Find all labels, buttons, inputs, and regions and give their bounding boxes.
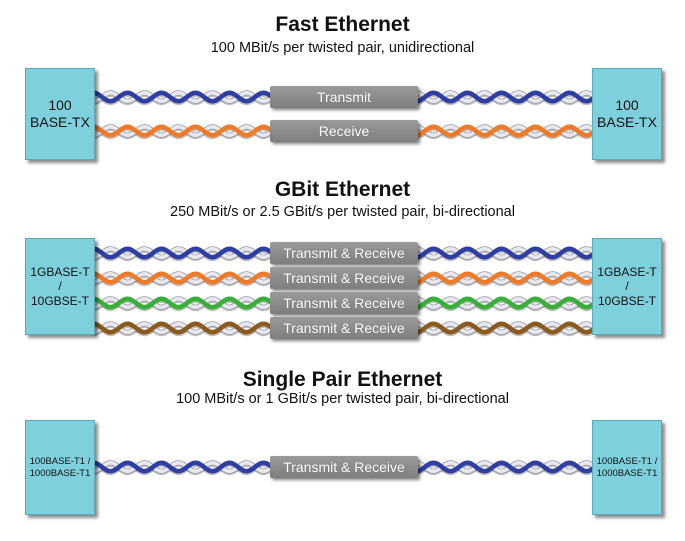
section-title-single-pair-ethernet: Single Pair Ethernet [242,368,443,391]
fast-ethernet-receive-label: Receive [270,120,418,142]
wire-s2-p4-seg1-colored [92,321,276,335]
gbit-pair-1-label: Transmit & Receive [270,242,418,264]
wire-s2-p2-seg2-white [412,272,596,284]
fast-ethernet-right-box: 100 BASE-TX [592,68,662,160]
single-pair-right-box: 100BASE-T1 / 1000BASE-T1 [592,420,662,515]
wire-s2-p3-seg2-white [412,297,596,309]
wire-s1-p2-seg2-colored [411,124,597,138]
single-pair-left-box: 100BASE-T1 / 1000BASE-T1 [25,420,95,515]
single-pair-right-box-label: 100BASE-T1 / 1000BASE-T1 [596,456,658,479]
wire-s2-p2-seg1-white [93,272,275,284]
wire-s1-p2-seg1-colored [92,124,276,138]
section-title-fast-ethernet: Fast Ethernet [275,13,410,36]
wire-s3-p1-seg1-white [93,461,275,473]
fast-ethernet-right-box-label: 100 BASE-TX [597,97,657,130]
wire-s1-p1-seg2-colored [411,90,597,104]
wire-s3-p1-seg2-colored [411,460,597,474]
wire-s1-p1-seg2-white [412,91,596,103]
wire-s2-p3-seg1-white [93,297,275,309]
gbit-ethernet-right-box-label: 1GBASE-T / 10GBSE-T [597,264,657,308]
wire-s2-p4-seg1-white [93,322,275,334]
wire-s2-p2-seg2-colored [411,271,597,285]
wire-s2-p1-seg1-white [93,247,275,259]
single-pair-left-box-label: 100BASE-T1 / 1000BASE-T1 [29,456,91,479]
wire-s2-p1-seg2-white [412,247,596,259]
gbit-ethernet-left-box-label: 1GBASE-T / 10GBSE-T [30,264,90,308]
wire-s1-p2-seg2-white [412,125,596,137]
wire-s1-p1-seg1-colored [92,90,276,104]
fast-ethernet-transmit-label: Transmit [270,86,418,108]
section-subtitle-fast-ethernet: 100 MBit/s per twisted pair, unidirectio… [210,40,475,56]
gbit-ethernet-right-box: 1GBASE-T / 10GBSE-T [592,238,662,335]
gbit-pair-3-label: Transmit & Receive [270,292,418,314]
fast-ethernet-left-box: 100 BASE-TX [25,68,95,160]
wire-s2-p3-seg1-colored [92,296,276,310]
wire-s3-p1-seg1-colored [92,460,276,474]
gbit-pair-2-label: Transmit & Receive [270,267,418,289]
wire-s1-p2-seg1-white [93,125,275,137]
gbit-ethernet-left-box: 1GBASE-T / 10GBSE-T [25,238,95,335]
wire-s2-p1-seg1-colored [92,246,276,260]
gbit-pair-4-label: Transmit & Receive [270,317,418,339]
wire-s3-p1-seg2-white [412,461,596,473]
wire-s2-p4-seg2-colored [411,321,597,335]
wire-s2-p3-seg2-colored [411,296,597,310]
fast-ethernet-left-box-label: 100 BASE-TX [30,97,90,130]
wire-s2-p4-seg2-white [412,322,596,334]
single-pair-label: Transmit & Receive [270,456,418,478]
wire-s2-p1-seg2-colored [411,246,597,260]
section-title-gbit-ethernet: GBit Ethernet [274,178,411,201]
section-subtitle-single-pair-ethernet: 100 MBit/s or 1 GBit/s per twisted pair,… [176,391,509,407]
wire-s2-p2-seg1-colored [92,271,276,285]
section-subtitle-gbit-ethernet: 250 MBit/s or 2.5 GBit/s per twisted pai… [170,204,515,220]
wire-s1-p1-seg1-white [93,91,275,103]
